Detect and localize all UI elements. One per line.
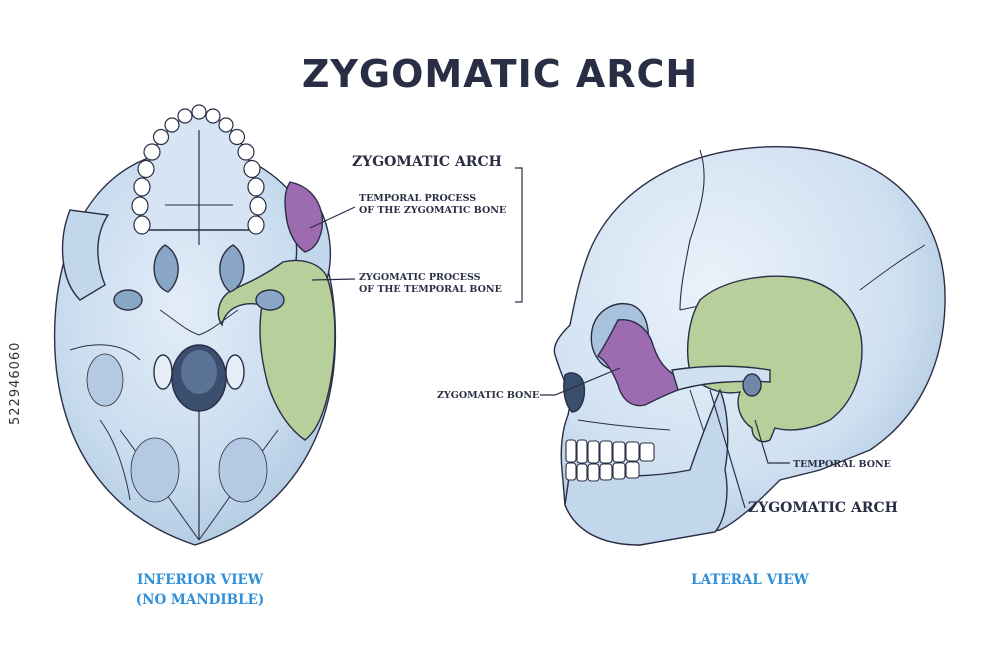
temporal-bone-highlight-lateral: [687, 275, 863, 443]
temporal-bone-highlight-inferior: [217, 259, 336, 441]
stock-id-watermark: 522946060: [8, 341, 23, 425]
label-zygomatic-arch-group: ZYGOMATIC ARCH: [352, 154, 502, 170]
lateral-teeth: [565, 439, 655, 482]
label-zygomatic-process-line2: OF THE TEMPORAL BONE: [359, 284, 502, 295]
inferior-view-caption-line1: INFERIOR VIEW: [137, 572, 263, 588]
label-zygomatic-bone: ZYGOMATIC BONE: [437, 390, 540, 401]
label-temporal-bone: TEMPORAL BONE: [793, 459, 891, 470]
leader-temporal-bone: [754, 419, 790, 464]
bracket: [515, 167, 523, 303]
label-temporal-process-line2: OF THE ZYGOMATIC BONE: [359, 205, 507, 216]
zygomatic-bone-highlight-lateral: [597, 319, 679, 407]
zygomatic-arch-lateral: [671, 365, 771, 391]
zygomatic-bone-highlight-inferior: [284, 181, 324, 253]
page-title: ZYGOMATIC ARCH: [301, 52, 699, 96]
lateral-view-caption: LATERAL VIEW: [691, 572, 809, 588]
leader-zygomatic-process: [311, 278, 356, 281]
label-zygomatic-process: ZYGOMATIC PROCESS OF THE TEMPORAL BONE: [359, 272, 502, 296]
label-temporal-process: TEMPORAL PROCESS OF THE ZYGOMATIC BONE: [359, 193, 506, 217]
leader-lines: [309, 167, 790, 509]
mandible: [564, 388, 729, 546]
label-zygomatic-arch-lateral: ZYGOMATIC ARCH: [748, 500, 898, 516]
inferior-view-skull: [53, 104, 337, 546]
leader-zygomatic-arch-lateral: [709, 389, 746, 509]
upper-teeth: [131, 104, 267, 235]
leader-temporal-process: [309, 206, 356, 229]
lateral-view-skull: [553, 146, 946, 546]
inferior-view-caption-line2: (NO MANDIBLE): [135, 592, 265, 608]
inferior-view-caption: INFERIOR VIEW (NO MANDIBLE): [100, 570, 300, 610]
left-zygomatic-arch: [61, 209, 110, 301]
nasal-cavity: [563, 372, 586, 413]
label-zygomatic-process-line1: ZYGOMATIC PROCESS: [359, 272, 481, 283]
label-temporal-process-line1: TEMPORAL PROCESS: [359, 193, 477, 204]
leader-zygomatic-bone: [540, 367, 621, 396]
